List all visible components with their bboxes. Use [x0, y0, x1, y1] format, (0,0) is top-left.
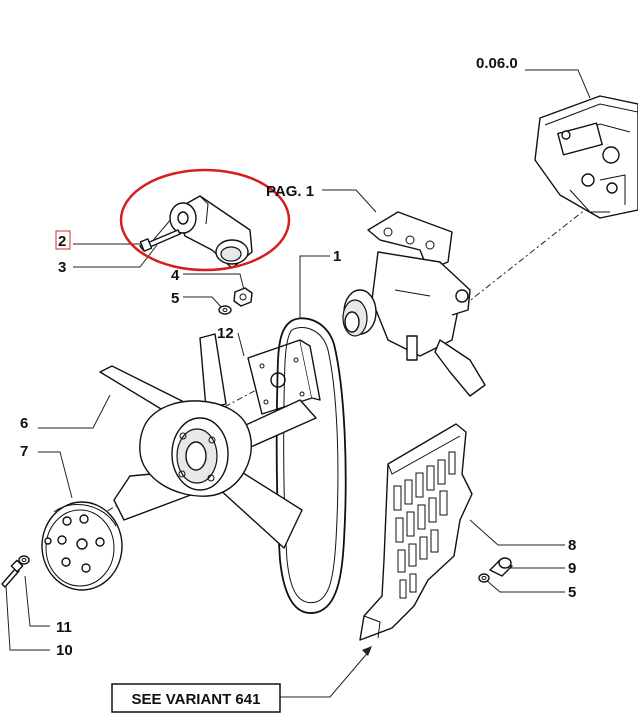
belt-tensioner	[139, 195, 253, 269]
fan-guard	[359, 423, 473, 641]
highlight-ring	[119, 168, 291, 272]
leader-lines	[5, 69, 591, 698]
guard-screw	[478, 557, 513, 583]
fan-guard-slots	[393, 451, 456, 599]
water-pump	[342, 211, 486, 397]
see-variant-button[interactable]: SEE VARIANT 641	[111, 683, 281, 713]
label-5-top[interactable]: 5	[171, 290, 179, 307]
label-0060: 0.06.0	[476, 55, 518, 72]
injection-pump	[534, 95, 638, 219]
label-12[interactable]: 12	[217, 325, 234, 342]
label-3[interactable]: 3	[58, 259, 66, 276]
nut-and-washer	[218, 287, 253, 315]
centre-axis	[419, 189, 611, 341]
see-variant-label[interactable]: SEE VARIANT 641	[132, 691, 261, 708]
label-11[interactable]: 11	[56, 619, 72, 636]
drive-belt-inner	[283, 327, 339, 604]
label-7[interactable]: 7	[20, 443, 28, 460]
part-labels: 0.06.0 PAG. 1 1 2 3 4 5 12 6 7 8 9 5 11 …	[20, 55, 576, 659]
label-5-bottom[interactable]: 5	[568, 584, 576, 601]
pulley-bolt	[1, 555, 30, 588]
fan-pulley	[41, 501, 123, 591]
label-8[interactable]: 8	[568, 537, 576, 554]
drive-belt	[275, 317, 347, 614]
label-2[interactable]: 2	[58, 233, 66, 250]
label-pag: PAG. 1	[266, 183, 314, 200]
label-10[interactable]: 10	[56, 642, 73, 659]
cooling-fan	[99, 333, 317, 549]
fan-spacer	[247, 339, 321, 415]
label-1: 1	[333, 248, 341, 265]
selected-part-box	[55, 230, 71, 250]
label-4[interactable]: 4	[171, 267, 180, 284]
label-6[interactable]: 6	[20, 415, 28, 432]
label-9[interactable]: 9	[568, 560, 576, 577]
